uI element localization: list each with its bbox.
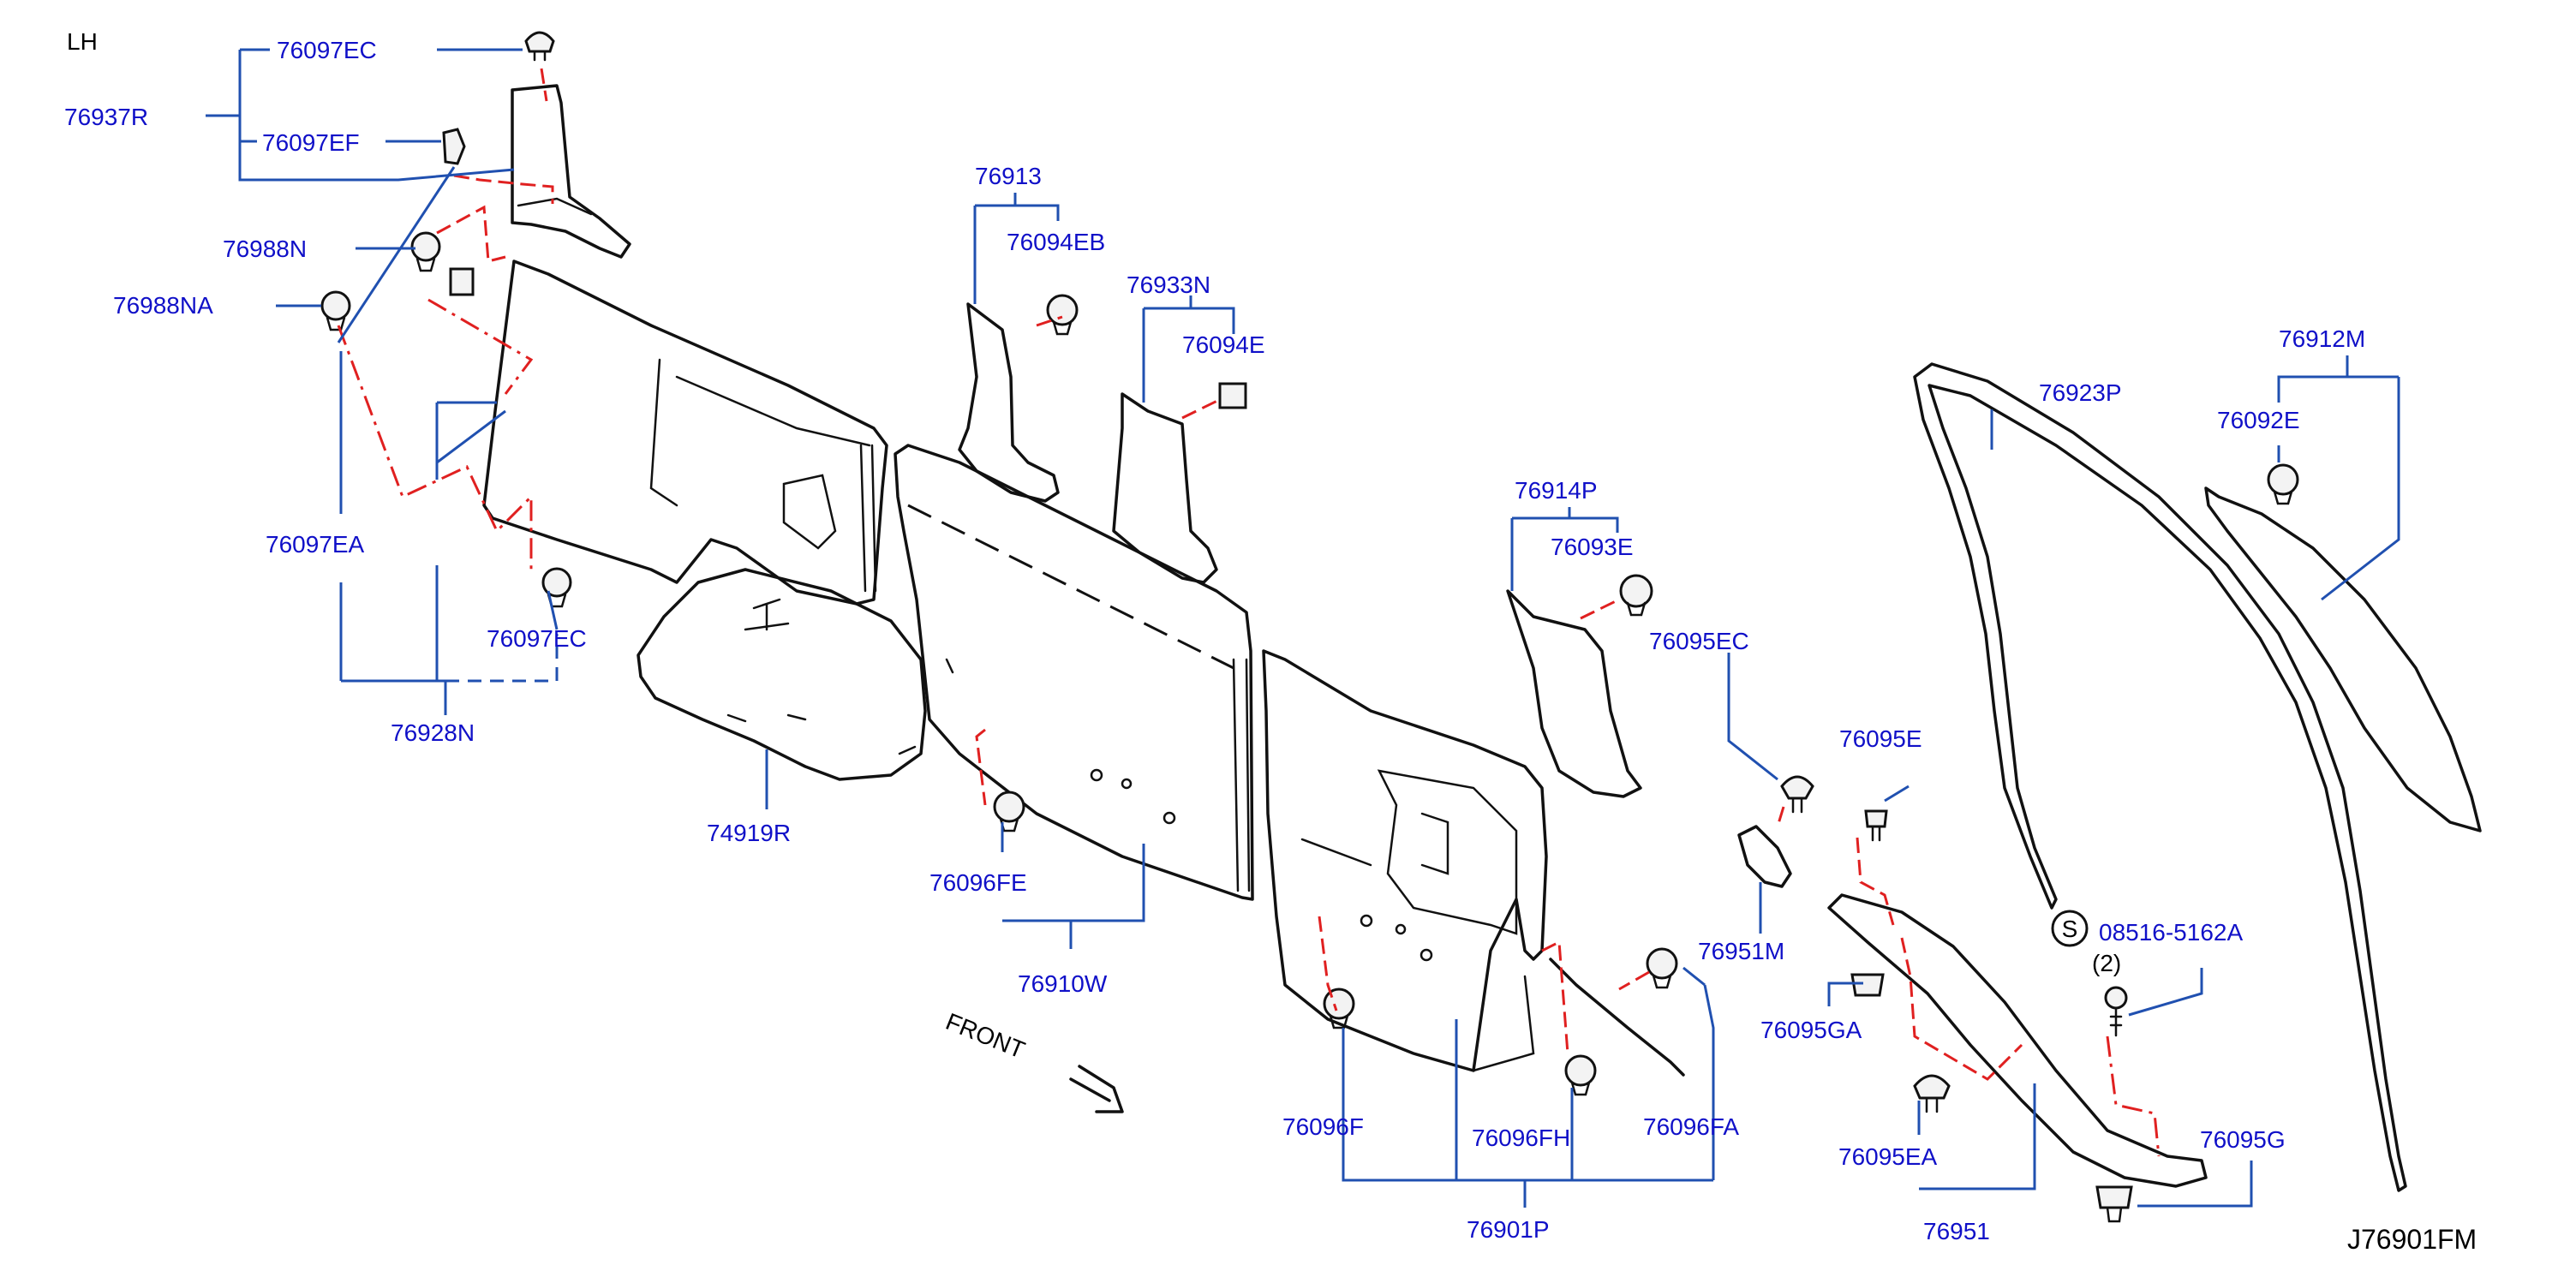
clip-icon xyxy=(1646,947,1678,989)
clip-icon xyxy=(320,290,351,331)
label-76094E: 76094E xyxy=(1182,331,1265,358)
label-76988NA: 76988NA xyxy=(113,292,213,319)
label-76951: 76951 xyxy=(1923,1218,1990,1244)
label-76097EA: 76097EA xyxy=(266,531,365,558)
label-76096F: 76096F xyxy=(1282,1113,1364,1140)
rear-panel-76901P xyxy=(1262,649,1548,1072)
pillar-76933N xyxy=(1112,392,1218,584)
front-arrow-icon xyxy=(1069,1065,1124,1113)
label-76096FH: 76096FH xyxy=(1472,1125,1570,1151)
clip-icon xyxy=(1218,382,1247,409)
pillar-trim-76937R xyxy=(511,84,631,259)
clip-icon xyxy=(1619,574,1653,617)
label-76097EF: 76097EF xyxy=(262,129,360,156)
front-label: FRONT xyxy=(942,1008,1029,1064)
label-76951M: 76951M xyxy=(1698,938,1784,964)
pillar-76913 xyxy=(958,302,1060,503)
fastener-lines xyxy=(337,68,2161,1157)
clip-icon xyxy=(442,128,466,165)
lower-finisher-76910W xyxy=(894,444,1254,901)
label-76095G: 76095G xyxy=(2200,1126,2286,1153)
label-76928N: 76928N xyxy=(391,719,475,746)
bracket-76951M xyxy=(1737,825,1792,888)
label-74919R: 74919R xyxy=(707,820,791,846)
clip-icon xyxy=(993,791,1025,832)
clips xyxy=(320,31,2299,1223)
clip-icon xyxy=(2104,986,2128,1037)
label-76095EA: 76095EA xyxy=(1838,1143,1938,1170)
clip-icon xyxy=(2095,1185,2133,1223)
clip-icon xyxy=(410,231,441,272)
label-76094EB: 76094EB xyxy=(1007,229,1105,255)
clip-icon xyxy=(524,31,555,62)
label-76096FE: 76096FE xyxy=(929,869,1027,896)
diagram-code: J76901FM xyxy=(2347,1224,2477,1255)
screw-s-marker: S xyxy=(2051,910,2089,947)
label-76097EC-top: 76097EC xyxy=(277,37,377,63)
kick-plate-76951 xyxy=(1827,893,2208,1188)
label-76937R: 76937R xyxy=(64,104,148,130)
label-76096FA: 76096FA xyxy=(1643,1113,1739,1140)
label-76095GA: 76095GA xyxy=(1760,1017,1862,1043)
label-08516-qty: (2) xyxy=(2092,950,2121,976)
clip-icon xyxy=(1564,1054,1597,1096)
weatherstrip-76923P xyxy=(1913,362,2407,1192)
labels: LH 76097EC 76937R 76097EF 76988N 76988NA… xyxy=(64,28,2477,1255)
label-76093E: 76093E xyxy=(1551,534,1634,560)
label-76912M: 76912M xyxy=(2279,325,2365,352)
clip-icon xyxy=(1864,809,1888,842)
label-76095E: 76095E xyxy=(1839,725,1922,752)
tray-74919R xyxy=(637,568,927,781)
clip-icon xyxy=(1913,1074,1951,1113)
side-finisher-76928N xyxy=(482,260,888,606)
clip-icon xyxy=(1850,973,1885,997)
front-arrow: FRONT xyxy=(942,1008,1124,1113)
part-outlines xyxy=(482,84,2482,1192)
clip-icon xyxy=(1323,988,1355,1029)
side-label: LH xyxy=(67,28,98,55)
label-76910W: 76910W xyxy=(1018,970,1108,997)
clip-icon xyxy=(1780,775,1814,814)
label-76095EC: 76095EC xyxy=(1649,628,1749,654)
pillar-76914P xyxy=(1506,589,1642,798)
leader-lines xyxy=(206,48,2400,1208)
clip-icon xyxy=(2267,463,2299,505)
s-marker-label: S xyxy=(2062,916,2078,942)
clip-icon xyxy=(449,267,475,296)
label-76901P: 76901P xyxy=(1467,1216,1550,1243)
label-08516-5162A: 08516-5162A xyxy=(2099,919,2243,946)
label-76988N: 76988N xyxy=(223,236,307,262)
label-76092E: 76092E xyxy=(2217,407,2300,433)
label-76914P: 76914P xyxy=(1515,477,1598,504)
label-76923P: 76923P xyxy=(2039,379,2122,406)
label-76097EC-low: 76097EC xyxy=(487,625,587,652)
label-76933N: 76933N xyxy=(1127,272,1210,298)
clip-icon xyxy=(541,567,572,608)
pillar-trim-76912M xyxy=(2204,486,2482,832)
clip-icon xyxy=(1046,294,1079,336)
label-76913: 76913 xyxy=(975,163,1042,189)
